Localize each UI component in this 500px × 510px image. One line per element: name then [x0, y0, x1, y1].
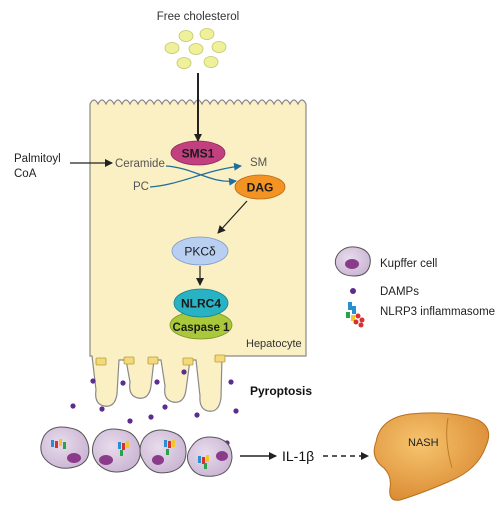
pc-label: PC: [133, 181, 149, 193]
nlrc4-label: NLRC4: [181, 297, 221, 311]
kupffer-cell-3: [139, 429, 187, 474]
coa-label: CoA: [14, 168, 37, 180]
nash-label: NASH: [408, 437, 439, 449]
kupffer-cell-4: [186, 436, 233, 477]
sms1-label: SMS1: [182, 147, 215, 161]
kupffer-cell-1: [40, 426, 90, 469]
il1b-label: IL-1β: [282, 448, 314, 464]
hepatocyte-label: Hepatocyte: [246, 338, 302, 350]
dag-node: [234, 174, 286, 200]
pkc-label: PKCδ: [184, 245, 216, 259]
ceramide-label: Ceramide: [115, 158, 165, 170]
nlrc4-node: [173, 288, 229, 318]
pc-to-sm-arrow: [149, 162, 242, 188]
palmitoyl-label: Palmitoyl: [14, 153, 61, 165]
legend-kupffer-icon: [334, 246, 371, 277]
sm-label: SM: [250, 157, 267, 169]
legend: Kupffer cell DAMPs NLRP3 inflammasome: [334, 246, 495, 328]
ceramide-to-dag-arrow: [165, 165, 237, 186]
free-cholesterol-label: Free cholesterol: [157, 11, 239, 23]
pyroptosis-label: Pyroptosis: [250, 384, 312, 398]
pkc-node: [171, 236, 229, 266]
legend-damps-icon: [350, 288, 356, 294]
microvilli-caps: [95, 354, 226, 366]
sms1-node: [170, 140, 226, 166]
cholesterol-droplets: [164, 28, 227, 69]
kupffer-cell-2: [92, 428, 141, 473]
dag-to-pkc-arrow: [217, 200, 248, 234]
dag-label: DAG: [247, 181, 274, 195]
legend-kupffer-label: Kupffer cell: [380, 258, 437, 270]
legend-nlrp3-label: NLRP3 inflammasome: [380, 306, 495, 318]
legend-damps-label: DAMPs: [380, 286, 419, 298]
nash-liver: [373, 412, 490, 501]
caspase1-label: Caspase 1: [173, 322, 231, 334]
legend-nlrp3-icon: [346, 302, 365, 328]
